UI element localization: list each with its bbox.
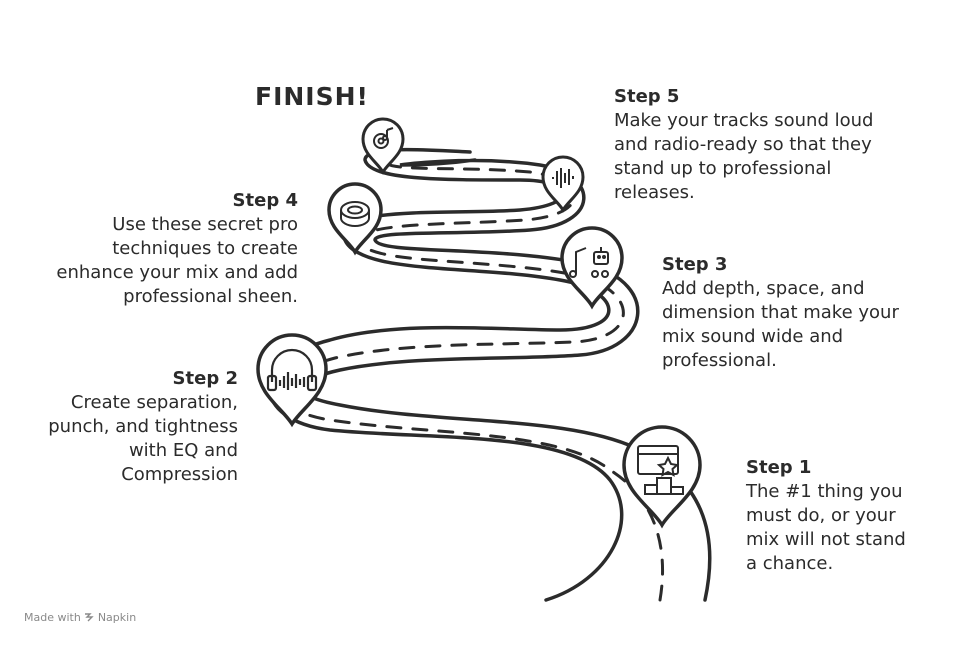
sound-wave-icon (552, 168, 574, 188)
road-edge-inner (300, 158, 712, 602)
footer-made-with: Made with (24, 611, 81, 624)
step-4-title: Step 4 (232, 190, 298, 211)
step-4-desc: Use these secret pro techniques to creat… (56, 214, 298, 307)
napkin-logo-icon (85, 613, 95, 622)
step-2-title: Step 2 (172, 368, 238, 389)
gear-music-icon (373, 127, 394, 149)
pin-finish (361, 117, 405, 175)
pin-step-4 (327, 182, 383, 256)
pin-step-1 (622, 425, 702, 529)
music-robot-icon (569, 247, 609, 278)
step-1-text: Step 1 The #1 thing you must do, or your… (746, 456, 956, 576)
step-3-title: Step 3 (662, 254, 728, 275)
stadium-icon (340, 201, 370, 227)
step-3-desc: Add depth, space, and dimension that mak… (662, 278, 899, 371)
footer-brand: Napkin (97, 611, 137, 624)
website-ranking-icon (637, 445, 684, 495)
step-4-text: Step 4 Use these secret pro techniques t… (8, 189, 298, 309)
step-5-text: Step 5 Make your tracks sound loud and r… (614, 85, 934, 205)
finish-label: FINISH! (255, 82, 369, 111)
road-centerline (282, 160, 665, 602)
footer-credit: Made with Napkin (24, 611, 136, 624)
step-1-title: Step 1 (746, 457, 812, 478)
headphones-waveform-icon (266, 348, 318, 392)
step-5-title: Step 5 (614, 86, 680, 107)
step-2-text: Step 2 Create separation, punch, and tig… (18, 367, 238, 487)
step-5-desc: Make your tracks sound loud and radio-re… (614, 110, 874, 203)
pin-step-2 (256, 333, 328, 428)
pin-step-3 (560, 226, 624, 310)
pin-step-5 (541, 155, 585, 213)
step-3-text: Step 3 Add depth, space, and dimension t… (662, 253, 952, 373)
step-2-desc: Create separation, punch, and tightness … (48, 392, 238, 485)
step-1-desc: The #1 thing you must do, or your mix wi… (746, 481, 906, 574)
